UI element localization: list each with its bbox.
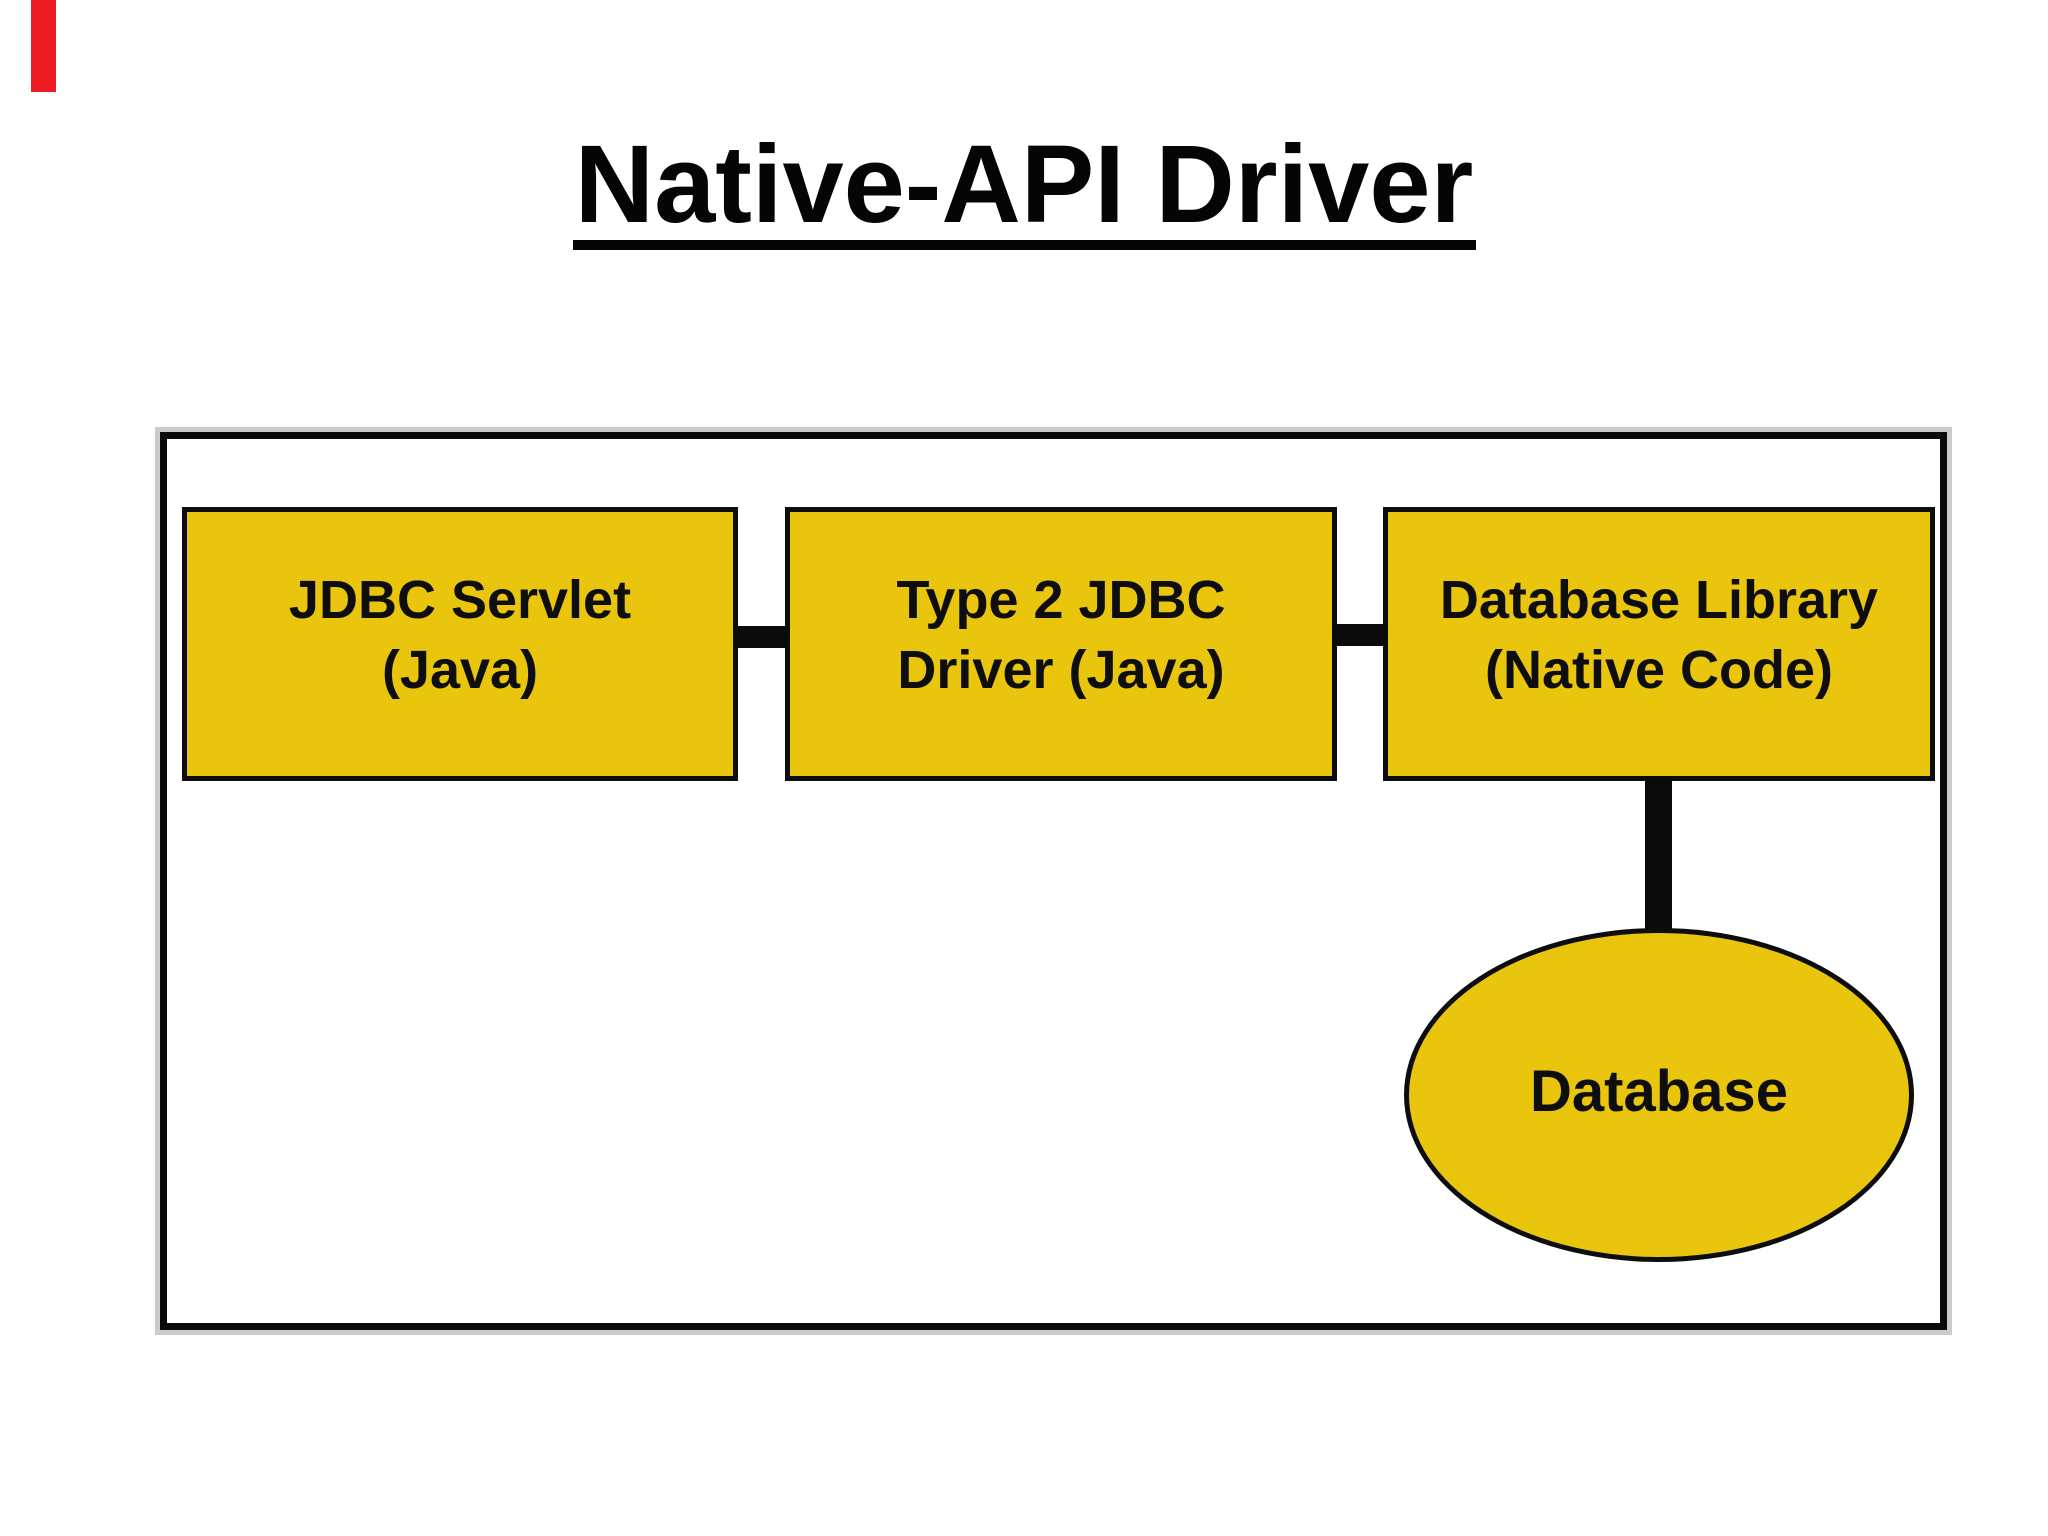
title-underline: [573, 240, 1476, 250]
connector-library-to-database: [1645, 776, 1672, 932]
box-database-library-line2: (Native Code): [1484, 640, 1834, 700]
box-database-library: Database Library (Native Code): [1383, 507, 1935, 781]
page-title: Native-API Driver: [574, 123, 1474, 246]
box-database-library-line1: Database Library: [1439, 570, 1879, 630]
ellipse-database: Database: [1404, 928, 1914, 1262]
box-jdbc-servlet: JDBC Servlet (Java): [182, 507, 738, 781]
ellipse-database-label: Database: [1530, 1058, 1788, 1124]
box-type2-jdbc-driver-line1: Type 2 JDBC: [896, 570, 1226, 630]
box-type2-jdbc-driver: Type 2 JDBC Driver (Java): [785, 507, 1337, 781]
red-marker-bar: [31, 0, 56, 92]
box-jdbc-servlet-line1: JDBC Servlet: [288, 570, 632, 630]
box-jdbc-servlet-line2: (Java): [381, 640, 539, 700]
connector-driver-to-library: [1333, 624, 1387, 646]
box-type2-jdbc-driver-line2: Driver (Java): [897, 640, 1225, 700]
connector-servlet-to-driver: [734, 626, 789, 648]
